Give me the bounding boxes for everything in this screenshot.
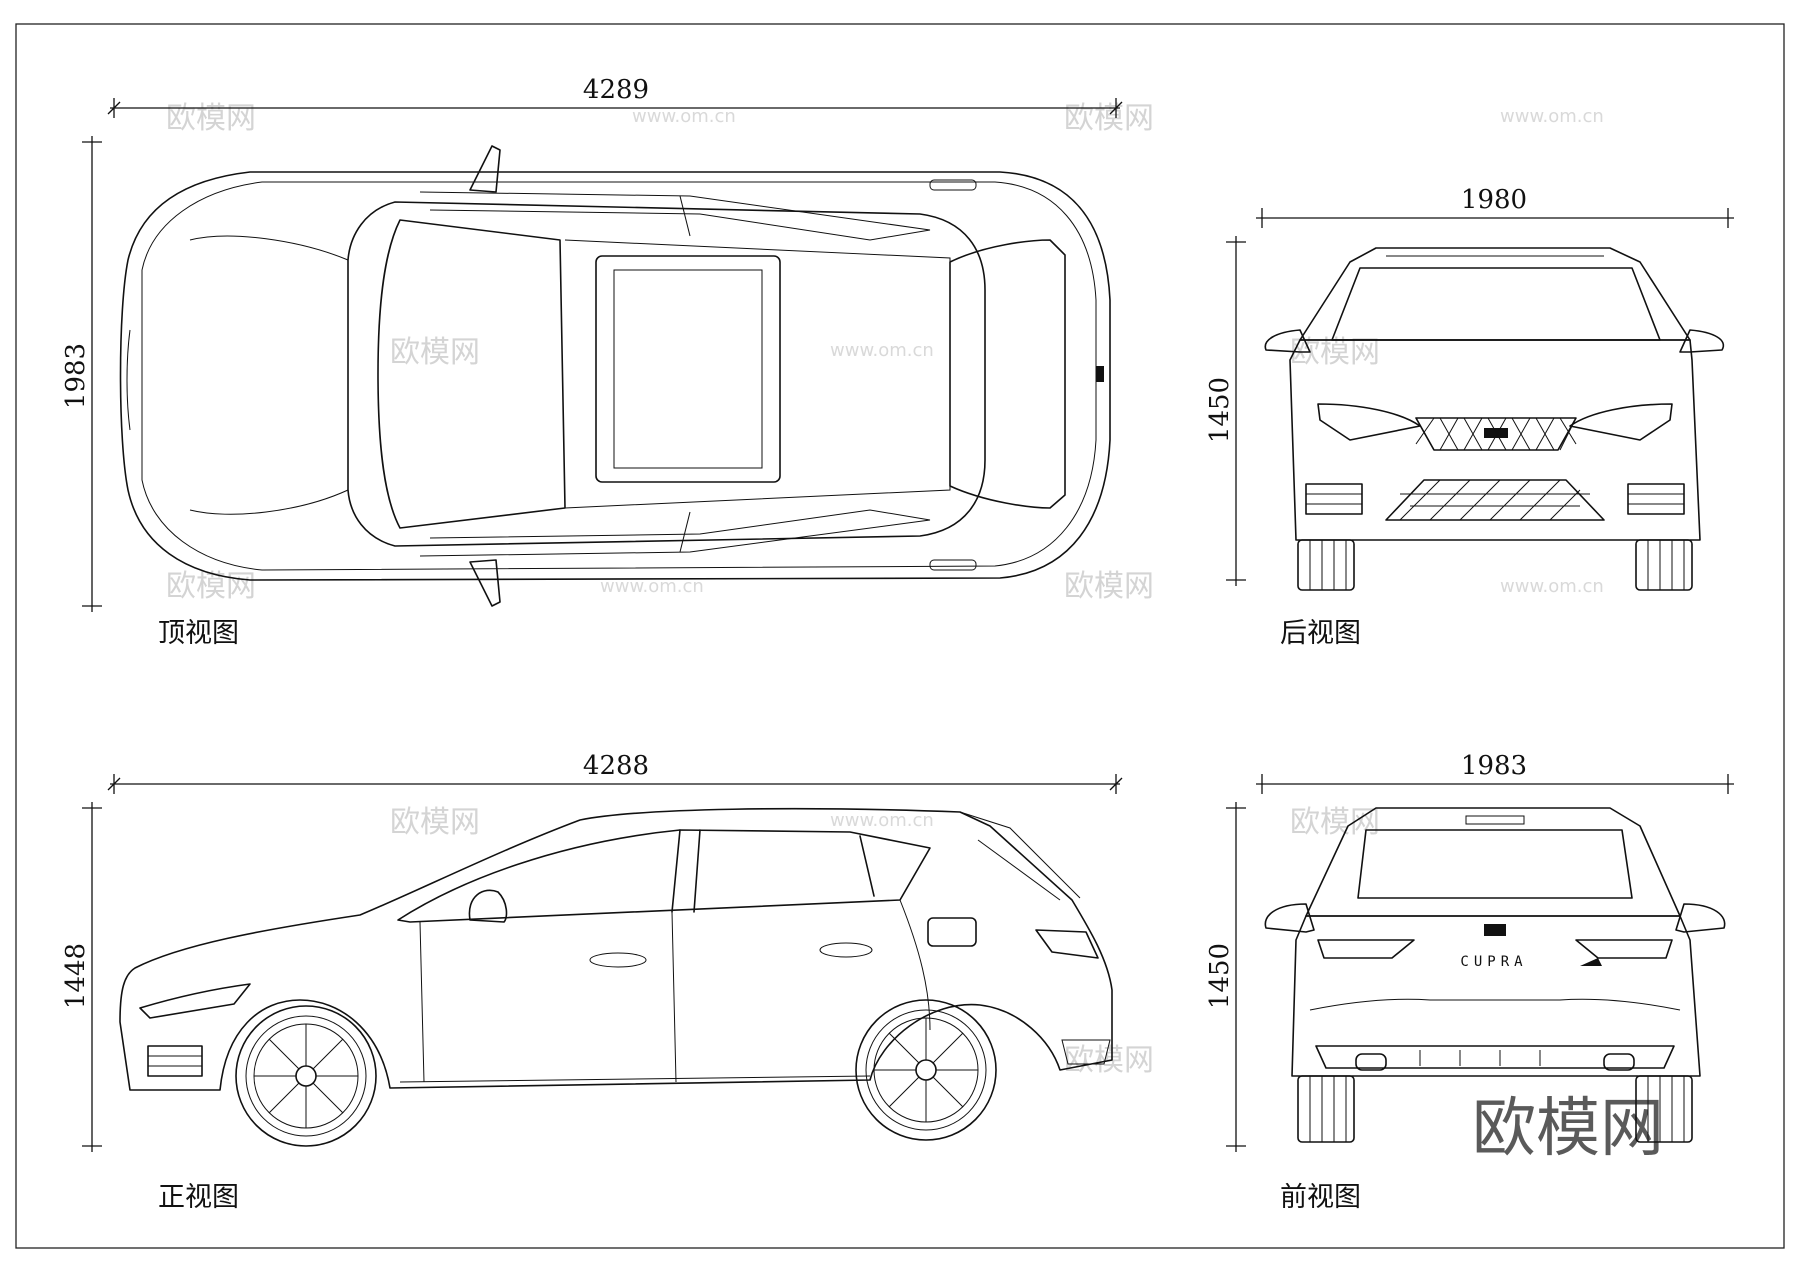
front-height-dimension: 1450 bbox=[1205, 802, 1246, 1152]
rear-view: 1980 1450 bbox=[1205, 185, 1734, 649]
side-front-grille bbox=[147, 1045, 203, 1077]
front-left-tyre bbox=[1297, 1075, 1355, 1143]
front-rear-glass bbox=[1357, 829, 1633, 899]
side-rear-wheel bbox=[855, 999, 997, 1141]
side-length-label: 4288 bbox=[583, 751, 649, 781]
rear-height-label: 1450 bbox=[1205, 377, 1235, 443]
drawing-frame bbox=[15, 23, 1785, 1249]
top-length-label: 4289 bbox=[583, 75, 649, 105]
side-mirror bbox=[468, 889, 508, 923]
rear-right-foglamp bbox=[1627, 483, 1685, 515]
top-right-mirror bbox=[469, 559, 501, 607]
side-side-windows bbox=[397, 829, 931, 923]
front-left-exhaust bbox=[1355, 1053, 1387, 1071]
top-cabin-outline bbox=[347, 201, 986, 547]
rear-left-foglamp bbox=[1305, 483, 1363, 515]
front-trim-badge bbox=[1580, 958, 1602, 966]
rear-lower-grille bbox=[1385, 479, 1605, 521]
front-emblem bbox=[1484, 924, 1506, 936]
rear-height-dimension: 1450 bbox=[1205, 236, 1246, 586]
side-fuel-flap bbox=[927, 917, 977, 947]
top-width-dimension: 1983 bbox=[61, 136, 102, 612]
front-right-tyre bbox=[1635, 1075, 1693, 1143]
watermark-url: www.om.cn bbox=[830, 340, 934, 361]
side-body-outline bbox=[119, 807, 1113, 1091]
watermark-brand: 欧模网 bbox=[1290, 805, 1380, 840]
front-view-caption: 前视图 bbox=[1280, 1182, 1361, 1213]
side-rear-door-handle bbox=[819, 942, 873, 958]
front-width-label: 1983 bbox=[1461, 751, 1527, 781]
side-front-door-handle bbox=[589, 952, 647, 968]
watermark-url: www.om.cn bbox=[632, 106, 736, 127]
rear-width-label: 1980 bbox=[1461, 185, 1527, 215]
watermark-brand: 欧模网 bbox=[166, 569, 256, 604]
front-diffuser bbox=[1315, 1045, 1675, 1069]
side-height-label: 1448 bbox=[61, 943, 91, 1009]
watermark-url: www.om.cn bbox=[1500, 576, 1604, 597]
rear-body-outline bbox=[1289, 339, 1701, 541]
side-headlamp bbox=[139, 983, 251, 1019]
watermark-url: www.om.cn bbox=[600, 576, 704, 597]
rear-roof-outline bbox=[1299, 247, 1691, 341]
rear-width-dimension: 1980 bbox=[1256, 185, 1734, 228]
rear-windshield bbox=[1331, 267, 1661, 341]
front-cupra-badge: CUPRA bbox=[1460, 954, 1527, 970]
watermark-brand: 欧模网 bbox=[390, 335, 480, 370]
rear-right-tyre bbox=[1635, 539, 1693, 591]
side-view: 4288 1448 bbox=[61, 751, 1123, 1213]
watermark-url: www.om.cn bbox=[1500, 106, 1604, 127]
side-view-caption: 正视图 bbox=[158, 1182, 239, 1213]
front-right-mirror bbox=[1675, 903, 1726, 933]
top-view: 4289 1983 bbox=[61, 75, 1123, 649]
top-rear-window bbox=[949, 239, 1066, 509]
side-front-wheel bbox=[235, 1005, 377, 1147]
rear-left-lamp bbox=[1317, 403, 1421, 441]
watermark-brand: 欧模网 bbox=[166, 101, 256, 136]
side-door-lines bbox=[419, 899, 931, 1083]
side-tail-lamp bbox=[1035, 929, 1099, 959]
top-windshield bbox=[377, 219, 566, 529]
top-width-label: 1983 bbox=[61, 343, 91, 409]
front-view: 1983 1450 CUPRA 前视图 bbox=[1205, 751, 1734, 1213]
front-right-exhaust bbox=[1603, 1053, 1635, 1071]
rear-right-mirror bbox=[1679, 329, 1725, 353]
front-width-dimension: 1983 bbox=[1256, 751, 1734, 794]
side-height-dimension: 1448 bbox=[61, 802, 102, 1152]
rear-left-mirror bbox=[1264, 329, 1311, 353]
top-body-outline bbox=[119, 171, 1111, 581]
top-length-dimension: 4289 bbox=[107, 75, 1123, 118]
watermark-layer: 欧模网 www.om.cn 欧模网 www.om.cn 欧模网 www.om.c… bbox=[166, 101, 1664, 1166]
top-sunroof bbox=[595, 255, 781, 483]
top-view-caption: 顶视图 bbox=[158, 618, 239, 649]
watermark-url: www.om.cn bbox=[830, 810, 934, 831]
rear-left-tyre bbox=[1297, 539, 1355, 591]
front-height-label: 1450 bbox=[1205, 943, 1235, 1009]
top-left-mirror bbox=[469, 145, 501, 193]
watermark-brand: 欧模网 bbox=[390, 805, 480, 840]
watermark-brand-large: 欧模网 bbox=[1472, 1092, 1664, 1166]
side-length-dimension: 4288 bbox=[107, 751, 1123, 794]
front-right-lamp bbox=[1575, 939, 1673, 959]
rear-view-caption: 后视图 bbox=[1280, 618, 1361, 649]
watermark-brand: 欧模网 bbox=[1064, 101, 1154, 136]
front-left-lamp bbox=[1317, 939, 1415, 959]
watermark-brand: 欧模网 bbox=[1064, 569, 1154, 604]
rear-right-lamp bbox=[1569, 403, 1673, 441]
front-left-mirror bbox=[1264, 903, 1315, 933]
